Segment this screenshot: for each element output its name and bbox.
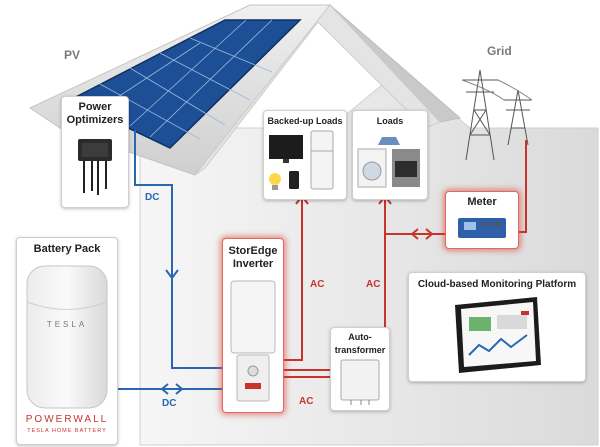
iron-icon	[378, 137, 400, 145]
transmission-tower-icon	[461, 69, 533, 161]
meter-title: Meter	[467, 196, 497, 208]
loads-title: Loads	[376, 116, 404, 126]
light-bulb-icon	[269, 173, 281, 190]
dc-label-battery: DC	[162, 398, 177, 409]
autotransformer-card: Auto- transformer	[330, 327, 390, 411]
fridge-icon	[310, 130, 334, 190]
backed-up-loads-appliances	[269, 130, 334, 190]
battery-pack-card: Battery Pack TESLA POWERWALL TESLA HOME …	[16, 237, 118, 445]
battery-tagline: TESLA HOME BATTERY	[27, 428, 107, 434]
inverter-device-icon	[230, 280, 276, 402]
dc-wiring	[116, 130, 222, 395]
cloud-monitoring-title: Cloud-based Monitoring Platform	[417, 279, 577, 290]
stove-icon	[392, 149, 420, 187]
dc-label-optimizers: DC	[145, 192, 160, 203]
power-optimizer-icon	[78, 139, 112, 195]
storedge-inverter-title: StorEdge Inverter	[228, 245, 278, 270]
ac-label-loads: AC	[366, 279, 381, 290]
meter-device-icon	[458, 218, 506, 238]
pv-label: PV	[64, 48, 81, 62]
ac-label-autotransformer: AC	[299, 396, 314, 407]
loads-card: Loads	[352, 110, 428, 200]
backed-up-loads-card: Backed-up Loads	[263, 110, 347, 200]
power-optimizers-card: Power Optimizers	[61, 96, 129, 208]
grid-label: Grid	[487, 44, 512, 58]
battery-pack-title: Battery Pack	[33, 243, 101, 255]
cloud-monitoring-card: Cloud-based Monitoring Platform	[408, 272, 586, 382]
phone-icon	[289, 171, 299, 189]
backed-up-loads-title: Backed-up Loads	[267, 116, 343, 126]
ac-label-backed-up: AC	[310, 279, 325, 290]
tv-icon	[269, 135, 303, 163]
powerwall-battery-icon	[26, 265, 108, 409]
power-optimizers-title: Power Optimizers	[66, 101, 124, 126]
tablet-dashboard-icon	[455, 297, 541, 373]
washer-icon	[357, 148, 387, 188]
autotransformer-device-icon	[340, 359, 380, 405]
loads-appliances	[357, 137, 420, 188]
storedge-inverter-card: StorEdge Inverter	[222, 238, 284, 413]
autotransformer-title: Auto- transformer	[334, 332, 386, 355]
meter-card: Meter	[445, 191, 519, 249]
tesla-brand-text: TESLA	[46, 320, 88, 329]
powerwall-brand-text: POWERWALL	[25, 414, 109, 425]
